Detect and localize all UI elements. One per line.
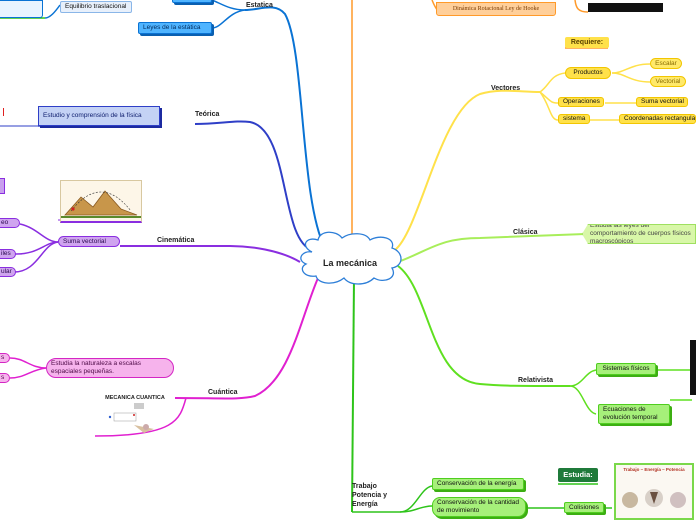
left-clipped-violet-bar: [0, 178, 5, 194]
relativista-dark-image: [690, 340, 696, 395]
equilibrio-label: Equilibrio traslacional: [65, 3, 127, 10]
colisiones-node[interactable]: Colisiones: [564, 502, 604, 513]
top-dinamica-node[interactable]: Dinámica Rotacional Ley de Hooke: [436, 2, 556, 16]
center-node[interactable]: [300, 231, 402, 285]
sistema-node[interactable]: sistema: [558, 114, 590, 124]
conservacion-movimiento-node[interactable]: Conservación de la cantidad de movimient…: [432, 497, 526, 517]
escalar-label: Escalar: [655, 59, 677, 67]
branch-clasica[interactable]: Clásica: [513, 229, 538, 236]
requiere-node[interactable]: Requiere:: [565, 37, 609, 48]
estudia-trabajo-node[interactable]: Estudia:: [558, 468, 598, 482]
cuantica-clip-1-label: s: [1, 354, 5, 361]
estudia-escalas-label: Estudia la naturaleza a escalas espacial…: [51, 360, 141, 375]
cuantica-clip-1[interactable]: s: [0, 353, 10, 363]
leyes-estatica-node[interactable]: Leyes de la estática: [138, 22, 212, 34]
sistema-label: sistema: [563, 115, 586, 122]
mecanica-cuantica-image: MECÁNICA CUÁNTICA: [100, 395, 170, 435]
trabajo-image-title: Trabajo – Energía – Potencia: [623, 467, 685, 472]
operaciones-label: Operaciones: [563, 98, 600, 105]
top-dinamica-label: Dinámica Rotacional Ley de Hooke: [452, 6, 540, 12]
suma-vectorial-vectores-node[interactable]: Suma vectorial: [636, 97, 688, 107]
coordenadas-node[interactable]: Coordenadas rectangulares: [619, 114, 696, 124]
cinematica-clip-1-label: eo: [1, 219, 9, 226]
escalar-node[interactable]: Escalar: [650, 58, 682, 69]
productos-label: Productos: [573, 69, 603, 76]
cuantica-clip-2-label: s: [1, 374, 5, 381]
branch-vectores[interactable]: Vectores: [491, 85, 521, 92]
ecuaciones-label: Ecuaciones de evolución temporal: [603, 406, 658, 421]
productos-node[interactable]: Productos: [565, 67, 611, 79]
leyes-estatica-label: Leyes de la estática: [143, 24, 201, 31]
cinematica-clip-3[interactable]: ular: [0, 267, 16, 277]
left-clipped-red-mark: [0, 108, 4, 116]
sistemas-fisicos-node[interactable]: Sistemas físicos: [596, 363, 656, 375]
branch-cinematica[interactable]: Cinemática: [157, 237, 195, 244]
estudia-leyes-node[interactable]: Estudia las leyes del comportamiento de …: [582, 224, 696, 244]
vectorial-node[interactable]: Vectorial: [650, 76, 686, 87]
estudia-trabajo-label: Estudia:: [563, 470, 593, 479]
requiere-label: Requiere:: [570, 38, 604, 46]
cinematica-clip-1[interactable]: eo: [0, 218, 20, 228]
suma-vectorial-vectores-label: Suma vectorial: [641, 98, 684, 105]
sistemas-fisicos-label: Sistemas físicos: [602, 365, 650, 372]
vectorial-label: Vectorial: [655, 77, 681, 85]
suma-vectorial-cinematica-node[interactable]: Suma vectorial: [58, 236, 120, 247]
estudio-fisica-node[interactable]: Estudio y comprensión de la física: [38, 106, 160, 126]
estudia-escalas-node[interactable]: Estudia la naturaleza a escalas espacial…: [46, 358, 174, 378]
branch-relativista[interactable]: Relativista: [518, 377, 554, 384]
left-clipped-box-top: [0, 0, 43, 18]
branch-estatica[interactable]: Estatica: [246, 2, 273, 9]
conservacion-energia-label: Conservación de la energía: [437, 480, 517, 487]
branch-teorica[interactable]: Teórica: [195, 111, 220, 118]
cinematica-clip-2-label: iles: [1, 250, 11, 257]
cinematica-parabola-image: [60, 180, 142, 223]
operaciones-node[interactable]: Operaciones: [558, 97, 604, 107]
estatica-top-node[interactable]: [172, 0, 212, 3]
branch-trabajo[interactable]: Trabajo Potencia y Energía: [352, 483, 388, 508]
estudia-leyes-label: Estudia las leyes del comportamiento de …: [590, 224, 691, 244]
cinematica-clip-2[interactable]: iles: [0, 249, 16, 259]
conservacion-energia-node[interactable]: Conservación de la energía: [432, 478, 524, 490]
top-dark-image: [588, 3, 663, 12]
equilibrio-node[interactable]: Equilibrio traslacional: [60, 1, 132, 13]
central-topic[interactable]: La mecánica: [322, 258, 378, 268]
suma-vectorial-cinematica-label: Suma vectorial: [63, 237, 106, 245]
conservacion-movimiento-label: Conservación de la cantidad de movimient…: [437, 499, 520, 514]
ecuaciones-node[interactable]: Ecuaciones de evolución temporal: [598, 404, 670, 424]
trabajo-energia-potencia-image: Trabajo – Energía – Potencia: [614, 463, 694, 520]
cuantica-clip-2[interactable]: s: [0, 373, 10, 383]
cinematica-clip-3-label: ular: [1, 268, 12, 275]
mecanica-cuantica-image-title: MECÁNICA CUÁNTICA: [105, 395, 165, 401]
coordenadas-label: Coordenadas rectangulares: [624, 115, 696, 122]
branch-cuantica[interactable]: Cuántica: [208, 389, 238, 396]
estudio-fisica-label: Estudio y comprensión de la física: [43, 112, 142, 119]
colisiones-label: Colisiones: [569, 503, 599, 511]
